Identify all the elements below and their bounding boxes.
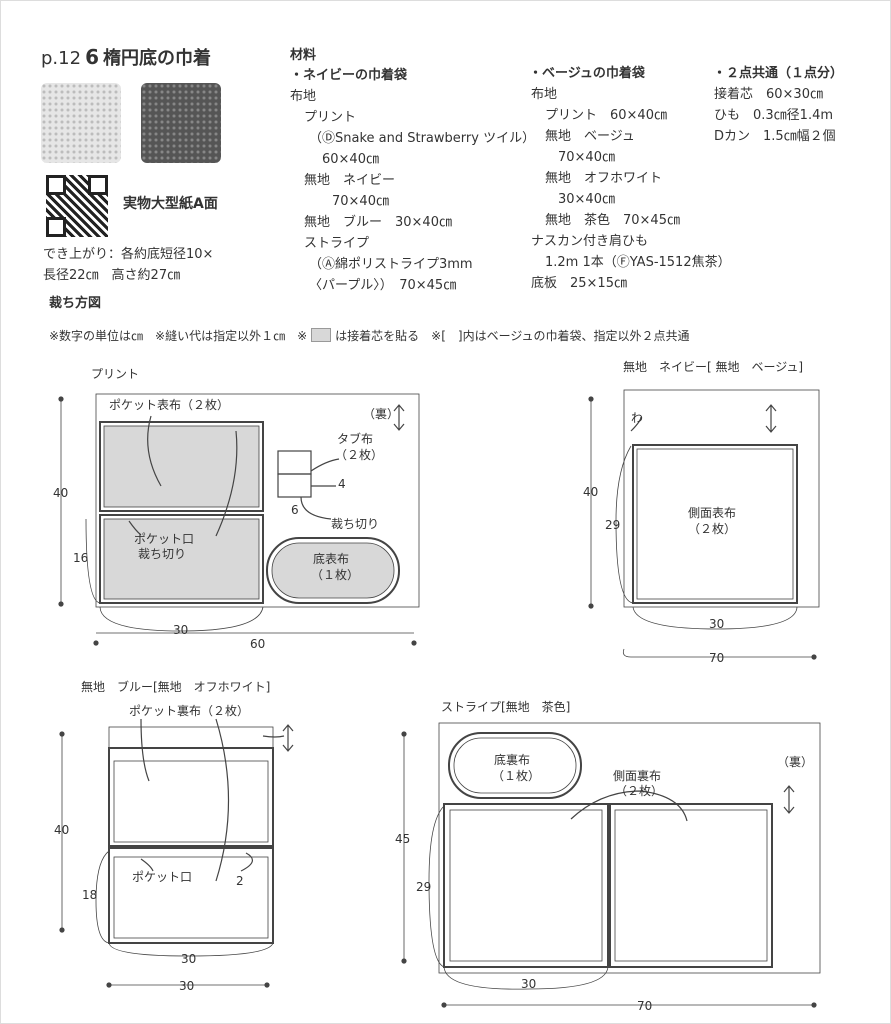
diagram-print: プリント ポケット表布（２枚） （裏） タブ布 （２枚） 4 6 裁ち切り ポケ… [53,367,420,651]
dimension: 30 [179,979,194,993]
cutting-notes: ※数字の単位は㎝ ※縫い代は指定以外１㎝ ※は接着芯を貼る ※[ ]内はベージュ… [49,328,690,343]
label: （２枚） [688,521,736,536]
label: ポケット口 [132,870,192,884]
dimension: 70 [709,651,724,665]
label: ポケット口 [134,532,194,546]
material-line: ストライプ [304,236,370,251]
pattern-label: 実物大型紙A面 [123,196,218,212]
dimension: 40 [54,823,69,837]
bag-photo-navy [141,83,221,163]
label: （１枚） [311,567,359,582]
beige-title: ・ベージュの巾着袋 [529,66,645,81]
diagram-title: 無地 ネイビー[ 無地 ベージュ] [623,359,803,374]
label: （２枚） [335,447,383,462]
label: （裏） [363,406,399,421]
material-line: 無地 オフホワイト [545,171,663,186]
material-line: 無地 ネイビー [304,173,396,188]
label: わ [631,411,643,425]
diagram-title: 無地 ブルー[無地 オフホワイト] [81,679,270,694]
label: （裏） [777,754,813,769]
label: 6 [291,503,299,517]
dimension: 45 [395,832,410,846]
label: 底裏布 [494,752,530,767]
dimension: 30 [173,623,188,637]
dimension: 40 [53,486,68,500]
material-line: 30×40㎝ [558,192,615,207]
common-title: ・２点共通（１点分） [713,66,844,81]
dimension: 18 [82,888,97,902]
material-line: 70×40㎝ [332,194,389,209]
finished-size-1: でき上がり：各約底短径10× [43,247,214,262]
dimension: 30 [181,952,196,966]
bag-photo-beige [41,83,121,163]
material-line: Dカン 1.5㎝幅２個 [714,129,836,144]
material-line: 無地 ブルー 30×40㎝ [304,215,452,230]
material-line: 70×40㎝ [558,150,615,165]
label: 裁ち切り [331,517,379,531]
material-line: プリント [304,110,357,125]
material-line: 布地 [531,87,558,102]
label: 4 [338,477,346,491]
label: 2 [236,874,244,888]
material-line: （Ⓐ綿ポリストライプ3mm [309,257,473,272]
dimension: 16 [73,551,88,565]
label: タブ布 [337,431,373,446]
label: 側面表布 [688,506,736,520]
material-line: 無地 ベージュ [545,129,635,144]
material-line: 1.2m 1本（ⒻYAS-1512焦茶） [545,255,731,270]
label: 側面裏布 [613,768,661,783]
cutting-heading: 裁ち方図 [49,296,102,311]
dimension: 29 [416,880,431,894]
label: （１枚） [492,768,540,783]
materials-heading: 材料 [290,48,317,63]
interfacing-swatch [311,328,332,342]
label: ポケット裏布（２枚） [129,703,249,718]
dimension: 30 [521,977,536,991]
material-line: 無地 茶色 70×45㎝ [545,213,680,228]
diagram-stripe: ストライプ[無地 茶色] 底裏布 （１枚） 側面裏布 （２枚） （裏） 45 2… [395,699,821,1013]
qr-code [46,175,108,237]
material-line: プリント 60×40㎝ [545,108,667,123]
material-line: （ⒹSnake and Strawberry ツイル） [309,131,536,146]
dimension: 40 [583,485,598,499]
material-line: 底板 25×15㎝ [531,276,627,291]
dimension: 30 [709,617,724,631]
dimension: 70 [637,999,652,1013]
material-line: 接着芯 60×30㎝ [714,87,823,102]
diagram-navy: 無地 ネイビー[ 無地 ベージュ] わ 側面表布 （２枚） 40 29 30 7… [583,359,820,665]
material-line: ナスカン付き肩ひも [531,234,649,249]
navy-title: ・ネイビーの巾着袋 [290,68,408,83]
label: （２枚） [615,783,663,798]
diagram-title: プリント [91,367,139,381]
material-line: 60×40㎝ [322,152,379,167]
label: 裁ち切り [138,547,186,561]
dimension: 29 [605,518,620,532]
material-line: 〈パープル〉） 70×45㎝ [309,278,457,293]
label: 底表布 [313,551,349,566]
label: ポケット表布（２枚） [109,397,229,412]
material-line: ひも 0.3㎝径1.4m [714,108,834,123]
material-line: 布地 [290,89,317,104]
finished-size-2: 長径22㎝ 高さ約27㎝ [43,268,181,283]
diagram-blue: 無地 ブルー[無地 オフホワイト] ポケット裏布（２枚） ポケット口 2 40 … [54,679,294,993]
diagram-title: ストライプ[無地 茶色] [441,699,570,714]
dimension: 60 [250,637,265,651]
